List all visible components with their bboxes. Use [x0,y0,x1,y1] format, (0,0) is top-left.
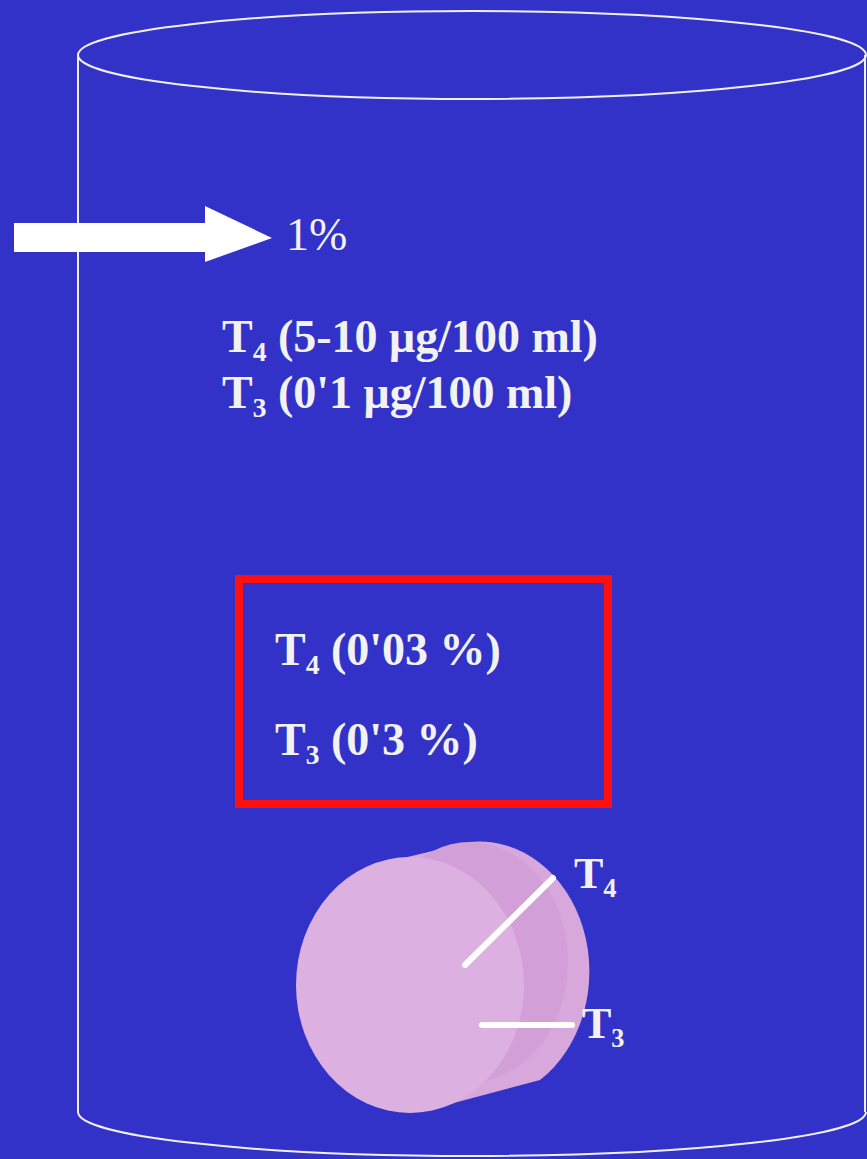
cylinder-top [78,11,866,99]
hormone-label: T₄ [574,850,617,898]
cylinder-side [77,55,79,1112]
free-fraction-text: T₃ (0'3 %) [275,715,478,766]
free-fraction-text: T₄ (0'03 %) [275,625,501,676]
hormone-label: T₃ [582,1000,625,1048]
concentration-text: T₃ (0'1 μg/100 ml) [222,368,572,419]
concentration-text: T₄ (5-10 μg/100 ml) [222,312,598,363]
inflow-arrow [14,206,272,262]
concentration-text: 1% [286,210,347,261]
leader-line [465,878,572,1025]
cylinder-bottom [78,1112,866,1156]
pellet [296,842,589,1113]
cylinder-side [864,55,866,1112]
highlight-box: T₄ (0'03 %) T₃ (0'3 %) [235,575,612,808]
